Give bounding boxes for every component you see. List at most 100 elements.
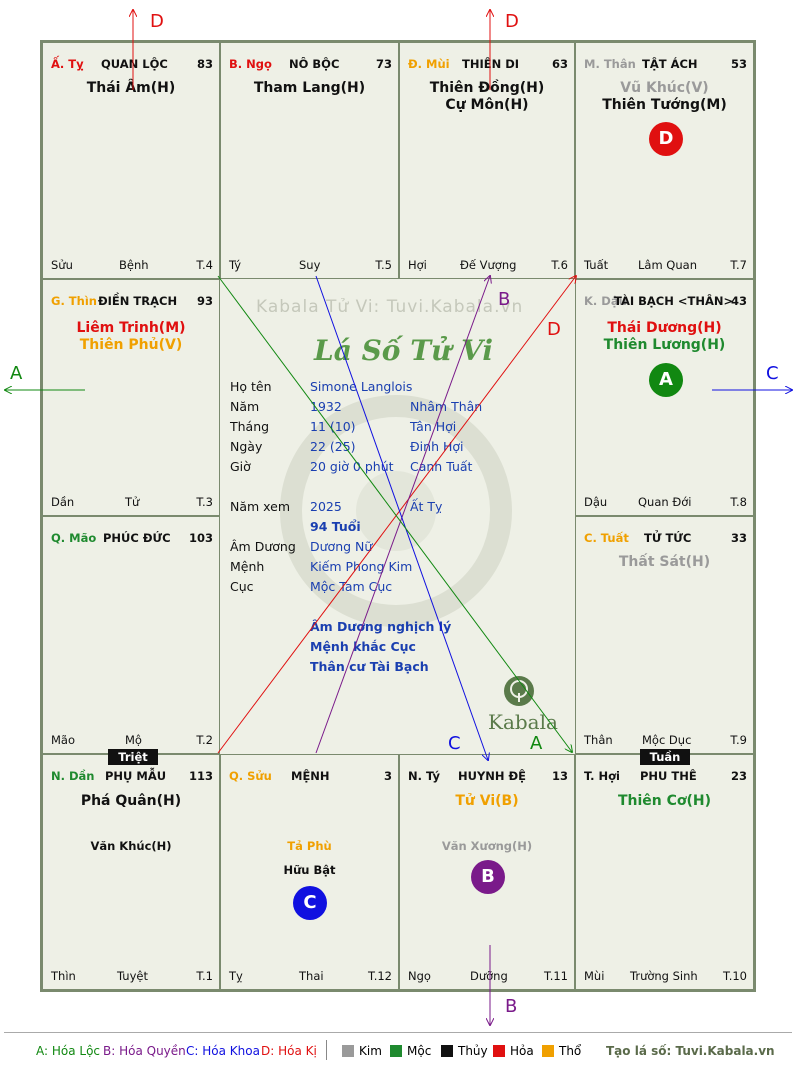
foot-mid: Quan Đới [638,495,692,509]
swatch-kim [342,1045,354,1057]
palace-name: TỬ TỨC [644,531,692,545]
cell-mui[interactable]: Đ. Mùi THIÊN DI 63 Thiên Đồng(H) Cự Môn(… [399,42,575,279]
foot-mid: Lâm Quan [638,258,697,272]
cell-suu[interactable]: Q. Sửu MỆNH 3 Tả Phù Hữu Bật C Tỵ Thai T… [220,754,399,990]
legend-moc: Mộc [407,1044,432,1058]
note-3: Thân cư Tài Bạch [310,659,429,674]
note-1: Âm Dương nghịch lý [310,619,452,634]
site-watermark: Kabala Tử Vi: Tuvi.Kabala.vn [256,297,524,317]
value-ho-ten: Simone Langlois [310,379,413,394]
foot-mid: Suy [299,258,321,272]
value-nam-xem-canchi: Ất Tỵ [410,499,443,514]
swatch-hoa [493,1045,505,1057]
label-ho-ten: Họ tên [230,379,272,394]
arrow-label-c-inner: C [448,733,461,754]
value-nam-canchi: Nhâm Thân [410,399,483,414]
value-tuoi: 94 Tuổi [310,519,361,534]
palace-name: THIÊN DI [462,57,520,71]
arrow-label-d1: D [150,11,164,32]
major-star: Thiên Cơ(H) [617,793,712,809]
palace-number: 23 [730,769,747,783]
can-chi: B. Ngọ [229,57,272,71]
foot-right: T.11 [544,969,568,983]
foot-left: Dần [51,495,75,509]
foot-left: Tý [229,258,242,272]
foot-right: T.5 [375,258,392,272]
foot-mid: Thai [299,969,324,983]
site-link[interactable]: Tạo lá số: Tuvi.Kabala.vn [606,1044,775,1058]
arrow-label-a-left: A [10,363,23,384]
can-chi: Q. Sửu [229,769,272,783]
value-menh: Kiếm Phong Kim [310,559,413,574]
legend-hoa-ki: D: Hóa Kị [261,1044,317,1058]
legend-kim: Kim [359,1044,382,1058]
major-star: Thiên Tướng(M) [602,97,727,113]
foot-right: T.6 [551,258,568,272]
palace-number: 93 [196,294,213,308]
foot-left: Thân [584,733,613,747]
can-chi: Q. Mão [51,531,97,545]
cell-than[interactable]: M. Thân TẬT ÁCH 53 Vũ Khúc(V) Thiên Tướn… [575,42,754,279]
foot-left: Tỵ [229,969,243,983]
kabala-tree-icon [504,676,534,706]
can-chi: N. Tý [408,769,440,783]
legend-hoa-khoa: C: Hóa Khoa [186,1044,260,1058]
legend-hoa-loc: A: Hóa Lộc [36,1044,101,1058]
minor-star: Tả Phù [287,839,332,853]
legend-thuy: Thủy [458,1044,488,1058]
value-gio: 20 giờ 0 phút [310,459,394,474]
major-star: Thiên Lương(H) [603,337,726,353]
value-thang: 11 (10) [310,419,356,434]
foot-right: T.1 [196,969,213,983]
legend-divider [4,1032,792,1033]
value-cuc: Mộc Tam Cục [310,579,393,594]
arrow-label-c-right: C [766,363,779,384]
cell-mao[interactable]: Q. Mão PHÚC ĐỨC 103 Mão Mộ T.2 [42,516,220,754]
major-star: Phá Quân(H) [80,793,182,809]
tu-vi-chart: Ấ. Tỵ QUAN LỘC 83 Thái Âm(H) Sửu Bệnh T.… [40,40,756,992]
swatch-moc [390,1045,402,1057]
foot-mid: Dưỡng [470,969,508,983]
cell-hoi[interactable]: T. Hợi PHU THÊ 23 Thiên Cơ(H) Mùi Trường… [575,754,754,990]
foot-left: Ngọ [408,969,431,983]
major-star: Tham Lang(H) [253,80,366,96]
foot-mid: Đế Vượng [460,258,517,272]
can-chi: M. Thân [584,57,636,71]
foot-mid: Tuyệt [117,969,148,983]
palace-name: ĐIỀN TRẠCH [98,294,178,308]
palace-name: NÔ BỘC [289,57,340,71]
label-thang: Tháng [230,419,270,434]
cell-ngo[interactable]: B. Ngọ NÔ BỘC 73 Tham Lang(H) Tý Suy T.5 [220,42,399,279]
palace-name: TÀI BẠCH <THÂN> [614,294,734,308]
arrow-label-d-inner: D [547,319,561,340]
major-star: Thất Sát(H) [618,554,711,570]
cell-dau[interactable]: K. Dậu TÀI BẠCH <THÂN> 43 Thái Dương(H) … [575,279,754,516]
can-chi: N. Dần [51,769,95,783]
swatch-thuy [441,1045,453,1057]
foot-left: Dậu [584,495,608,509]
value-nam: 1932 [310,399,342,414]
foot-right: T.8 [730,495,747,509]
cell-thin[interactable]: G. Thìn ĐIỀN TRẠCH 93 Liêm Trinh(M) Thiê… [42,279,220,516]
value-am-duong: Dương Nữ [310,539,373,554]
palace-name: HUYNH ĐỆ [458,769,527,783]
foot-right: T.4 [196,258,213,272]
foot-left: Mão [51,733,76,747]
cell-dan[interactable]: N. Dần PHỤ MẪU 113 Phá Quân(H) Văn Khúc(… [42,754,220,990]
note-2: Mệnh khắc Cục [310,639,416,654]
palace-name: QUAN LỘC [101,57,168,71]
palace-name: PHÚC ĐỨC [103,531,171,545]
cell-ty2[interactable]: N. Tý HUYNH ĐỆ 13 Tử Vi(B) Văn Xương(H) … [399,754,575,990]
palace-name: MỆNH [291,769,330,783]
legend-hoa-quyen: B: Hóa Quyền [103,1044,186,1058]
value-gio-canchi: Canh Tuất [410,459,473,474]
cell-tuat[interactable]: C. Tuất TỬ TỨC 33 Thất Sát(H) Thân Mộc D… [575,516,754,754]
label-cuc: Cục [230,579,254,594]
foot-right: T.9 [730,733,747,747]
cell-ty[interactable]: Ấ. Tỵ QUAN LỘC 83 Thái Âm(H) Sửu Bệnh T.… [42,42,220,279]
value-ngay-canchi: Đinh Hợi [410,439,464,454]
minor-star: Văn Khúc(H) [90,839,172,853]
foot-left: Tuất [584,258,609,272]
label-menh: Mệnh [230,559,265,574]
label-ngay: Ngày [230,439,263,454]
